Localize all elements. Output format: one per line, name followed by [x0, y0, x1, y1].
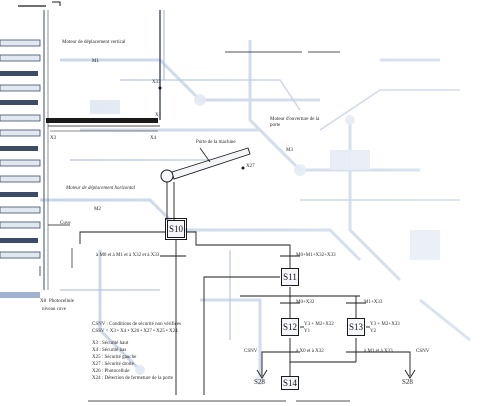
x33-label: X33 [152, 80, 161, 85]
x8-caption: Photocellule [49, 299, 74, 304]
step-s11: S11 [281, 268, 299, 286]
step-s12: S12 [281, 318, 299, 336]
m3-label: M3 [286, 148, 293, 153]
action-s12-b: Y1 [304, 329, 311, 334]
step-s28-right: S28 [402, 378, 413, 386]
x3-label: X3 [50, 136, 57, 141]
step-s10: S10 [165, 218, 187, 240]
door-label: Porte de la machine [196, 140, 236, 145]
x8-caption-2: niveau cuve [42, 307, 67, 312]
x4-label: X4 [150, 136, 157, 141]
legend-line-1: CSNV : Conditions de sécurité non vérifi… [92, 322, 182, 327]
step-s14: S14 [281, 376, 299, 390]
door-motor-label: Moteur d'ouverture de la porte [270, 117, 320, 128]
transition-3: M0+X32 [296, 300, 315, 305]
action-s13-b: Y2 [370, 329, 377, 334]
csnv-right-label: CSNV [416, 349, 430, 354]
x1-label: X1 [155, 113, 162, 118]
action-s12: Y3 + M2+X32 [304, 322, 334, 327]
legend-line-8: X24 : Détection de fermeture de la porte [92, 376, 173, 381]
step-s28-left: S28 [254, 378, 265, 386]
m1-label: M1 [92, 59, 99, 64]
legend-line-4: X4 : Sécurité bas [92, 348, 127, 353]
legend-line-6: X27 : Sécurité droite [92, 362, 134, 367]
transition-1: à M0 et à M1 et à X32 et à X33 [96, 253, 160, 258]
left-panel [0, 39, 41, 298]
legend-line-5: X25 : Sécurité gauche [92, 355, 137, 360]
step-s13: S13 [347, 318, 365, 336]
x27-label: X27 [246, 164, 255, 169]
motor-horizontal-label: Moteur de déplacement horizontal [66, 186, 136, 191]
grafcet-links [79, 231, 416, 395]
legend-line-7: X26 : Photocellule [92, 369, 130, 374]
transition-4: M1+X33 [364, 300, 383, 305]
transition-2: M0+M1+X32+X33 [296, 253, 336, 258]
legend-line-3: X3 : Sécurité haut [92, 341, 129, 346]
legend-line-2: CSSV = X3 • X4 • X26 • X27 • X25 • X24 [92, 329, 178, 334]
transition-5: à X0 et à X32 [296, 349, 324, 354]
x8-label: X8 [40, 299, 47, 304]
motor-vertical-label: Moteur de déplacement vertical [62, 40, 126, 45]
transition-6: à M1 et à X33 [364, 349, 393, 354]
m2-label: M2 [94, 207, 101, 212]
csnv-left-label: CSNV [244, 349, 258, 354]
action-s13: Y3 + M2+X33 [370, 322, 400, 327]
cuve-label: Cuve [60, 221, 71, 226]
